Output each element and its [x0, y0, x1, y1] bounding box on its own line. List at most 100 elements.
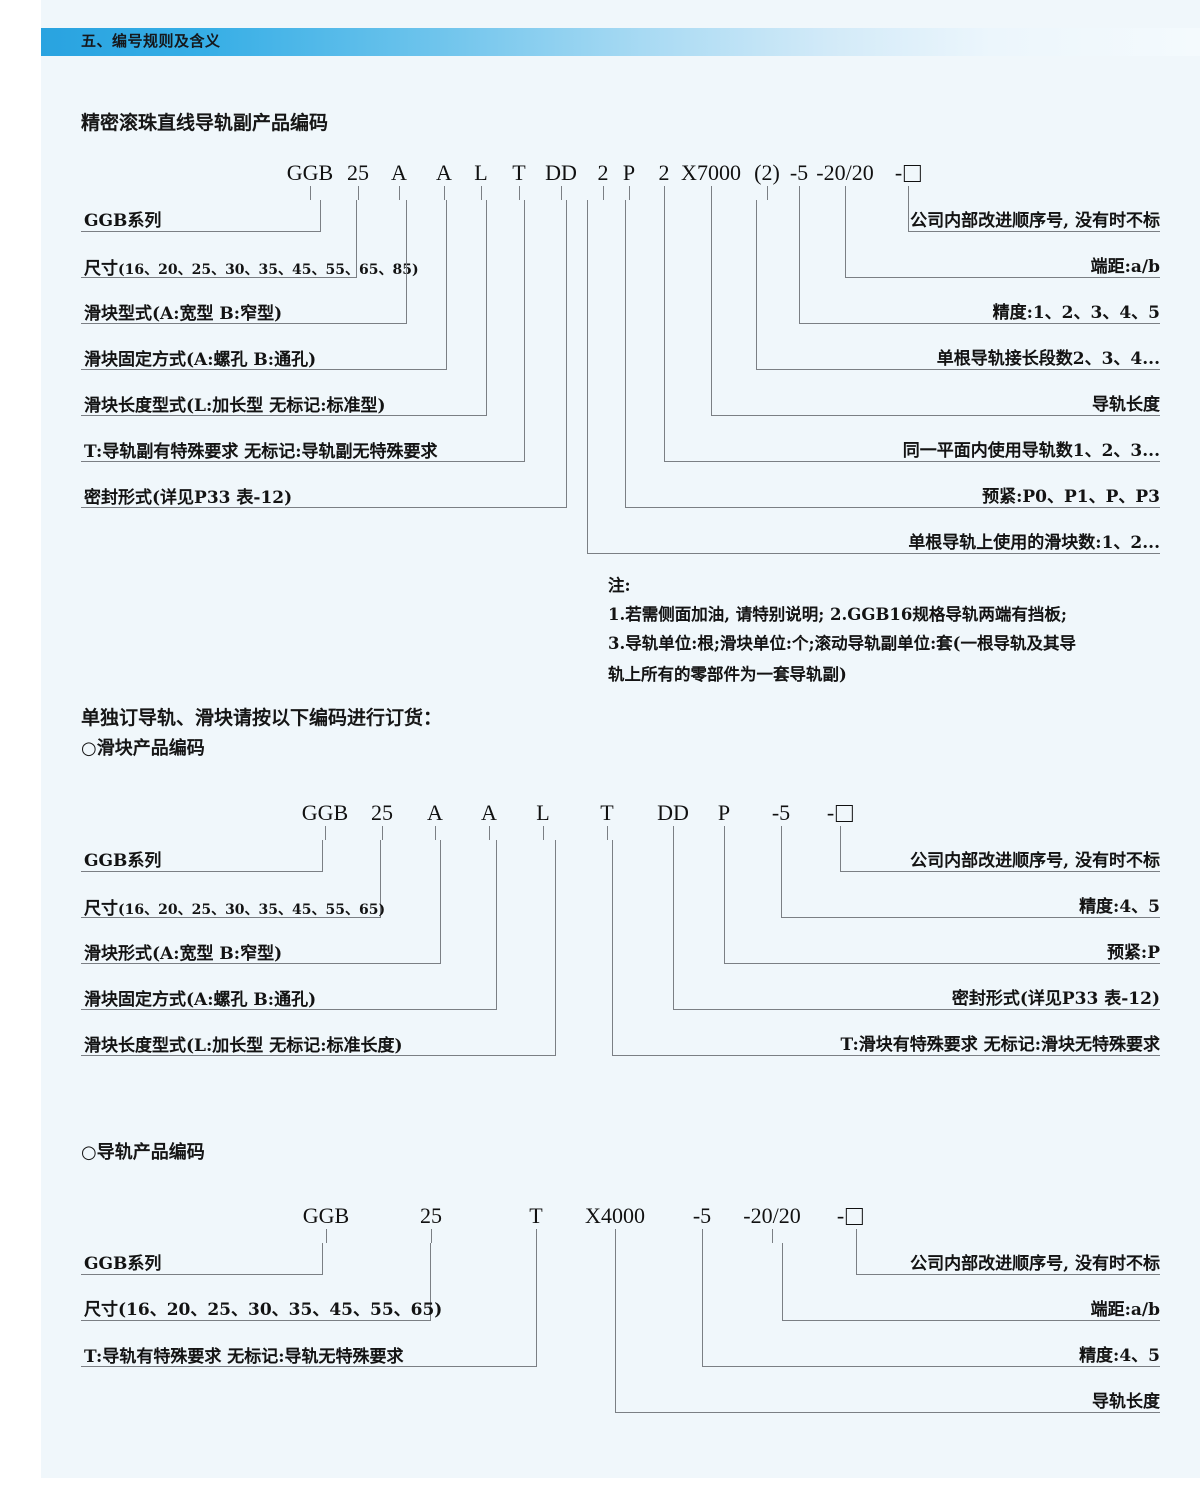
s3-right-lead-h-1 — [782, 1320, 1160, 1321]
s3-right-lead-v-1 — [782, 1243, 783, 1320]
s2-token-9-text: - — [826, 800, 835, 825]
s2-left-lead-v-1 — [380, 840, 381, 917]
s2-tick-7 — [724, 826, 725, 840]
s1-token-1: 25 — [347, 160, 369, 185]
s2-tick-0 — [325, 826, 326, 840]
s1-token-9: 2 — [658, 160, 670, 185]
s3-tick-6 — [856, 1229, 857, 1243]
s1-tick-4 — [481, 186, 482, 200]
s1-right-lead-h-7 — [587, 553, 1160, 554]
s1-left-label-1: 尺寸(16、20、25、30、35、45、55、65、85) — [84, 254, 419, 279]
s1-left-label-3: 滑块固定方式(A:螺孔 B:通孔) — [84, 350, 317, 370]
s1-right-lead-h-0 — [908, 231, 1160, 232]
s3-left-label-0: GGB系列 — [84, 1254, 162, 1274]
s1-tick-3 — [444, 186, 445, 200]
s3-right-lead-v-3 — [615, 1243, 616, 1412]
s3-tick-3 — [615, 1229, 616, 1243]
s2-tick-3 — [489, 826, 490, 840]
s2-token-4: L — [536, 800, 550, 825]
s1-tick-9 — [664, 186, 665, 200]
s1-token-12: -5 — [789, 160, 809, 185]
section2-title: ○滑块产品编码 — [81, 738, 205, 759]
s1-right-label-3: 单根导轨接长段数2、3、4... — [936, 349, 1160, 369]
blank-square-icon — [904, 164, 922, 182]
s2-right-label-1: 精度:4、5 — [1079, 897, 1160, 917]
s2-token-3: A — [481, 800, 497, 825]
s2-left-label-2: 滑块形式(A:宽型 B:窄型) — [84, 944, 283, 964]
s2-token-2: A — [427, 800, 443, 825]
s1-right-lead-v-7 — [587, 200, 588, 553]
s2-left-lead-v-0 — [322, 840, 323, 871]
s2-tick-4 — [543, 826, 544, 840]
s1-tick-13 — [845, 186, 846, 200]
s2-tick-6 — [673, 826, 674, 840]
s1-left-label-4: 滑块长度型式(L:加长型 无标记:标准型) — [84, 396, 386, 416]
s3-left-lead-v-2 — [536, 1243, 537, 1366]
s2-right-lead-h-3 — [673, 1009, 1160, 1010]
s1-token-6: DD — [545, 160, 577, 185]
s3-left-lead-v-1 — [430, 1243, 431, 1320]
s2-tick-8 — [781, 826, 782, 840]
s1-right-label-4: 导轨长度 — [1092, 395, 1160, 415]
s2-left-lead-h-3 — [81, 1009, 497, 1010]
s2-left-lead-h-1 — [81, 917, 381, 918]
s1-tick-12 — [799, 186, 800, 200]
s2-tick-2 — [435, 826, 436, 840]
s1-left-lead-v-1 — [356, 200, 357, 277]
s1-tick-8 — [629, 186, 630, 200]
s1-right-label-7: 单根导轨上使用的滑块数:1、2... — [908, 533, 1160, 553]
s1-left-lead-v-0 — [320, 200, 321, 231]
s3-right-label-0: 公司内部改进顺序号, 没有时不标 — [910, 1254, 1160, 1274]
s3-tick-4 — [702, 1229, 703, 1243]
s1-token-13-text: -20/20 — [816, 160, 874, 185]
s1-right-lead-v-4 — [711, 200, 712, 415]
s1-right-lead-h-6 — [625, 507, 1160, 508]
s1-right-lead-h-2 — [799, 323, 1160, 324]
s1-tick-10 — [711, 186, 712, 200]
s1-right-label-6: 预紧:P0、P1、P、P3 — [982, 487, 1160, 507]
s1-right-label-2: 精度:1、2、3、4、5 — [992, 303, 1160, 323]
s2-token-1: 25 — [371, 800, 393, 825]
s1-left-label-6: 密封形式(详见P33 表-12) — [84, 488, 293, 508]
s1-tick-2 — [399, 186, 400, 200]
s1-token-7: 2 — [597, 160, 609, 185]
s2-left-lead-v-4 — [555, 840, 556, 1055]
s1-tick-14 — [908, 186, 909, 200]
section3-title: ○导轨产品编码 — [81, 1142, 205, 1163]
s2-tick-5 — [607, 826, 608, 840]
s1-left-lead-h-0 — [81, 231, 321, 232]
s1-right-label-1: 端距:a/b — [1090, 257, 1160, 277]
s1-tick-0 — [310, 186, 311, 200]
page-content-area — [41, 0, 1200, 1478]
s1-token-0: GGB — [286, 160, 334, 185]
s3-right-lead-v-0 — [856, 1243, 857, 1274]
s2-token-5: T — [600, 800, 614, 825]
s2-right-lead-v-4 — [612, 840, 613, 1055]
s3-tick-1 — [431, 1229, 432, 1243]
s2-right-lead-h-1 — [781, 917, 1160, 918]
s3-left-lead-h-2 — [81, 1366, 537, 1367]
s1-left-lead-v-3 — [446, 200, 447, 369]
s2-right-label-0: 公司内部改进顺序号, 没有时不标 — [910, 851, 1160, 871]
s1-right-label-5: 同一平面内使用导轨数1、2、3... — [902, 441, 1160, 461]
s2-left-lead-v-3 — [496, 840, 497, 1009]
s2-right-lead-v-1 — [781, 840, 782, 917]
s1-right-lead-v-2 — [799, 200, 800, 323]
s2-right-lead-h-0 — [840, 871, 1160, 872]
s1-left-lead-v-4 — [486, 200, 487, 415]
s1-token-14: - — [895, 160, 922, 186]
s1-tick-11 — [767, 186, 768, 200]
s1-right-lead-h-5 — [664, 461, 1160, 462]
s2-left-lead-h-4 — [81, 1055, 556, 1056]
s1-note-line2: 3.导轨单位:根;滑块单位:个;滚动导轨副单位:套(一根导轨及其导 — [608, 634, 1076, 653]
s1-left-lead-h-5 — [81, 461, 525, 462]
s2-right-label-2: 预紧:P — [1106, 943, 1160, 963]
s1-tick-6 — [561, 186, 562, 200]
s3-right-lead-h-3 — [615, 1412, 1160, 1413]
s3-token-5: -20/20 — [743, 1203, 801, 1228]
s2-left-label-1: 尺寸(16、20、25、30、35、45、55、65) — [84, 894, 385, 919]
s1-token-3: A — [436, 160, 452, 185]
s1-note-line1: 1.若需侧面加油, 请特别说明; 2.GGB16规格导轨两端有挡板; — [608, 605, 1067, 624]
s2-left-label-3: 滑块固定方式(A:螺孔 B:通孔) — [84, 990, 317, 1010]
